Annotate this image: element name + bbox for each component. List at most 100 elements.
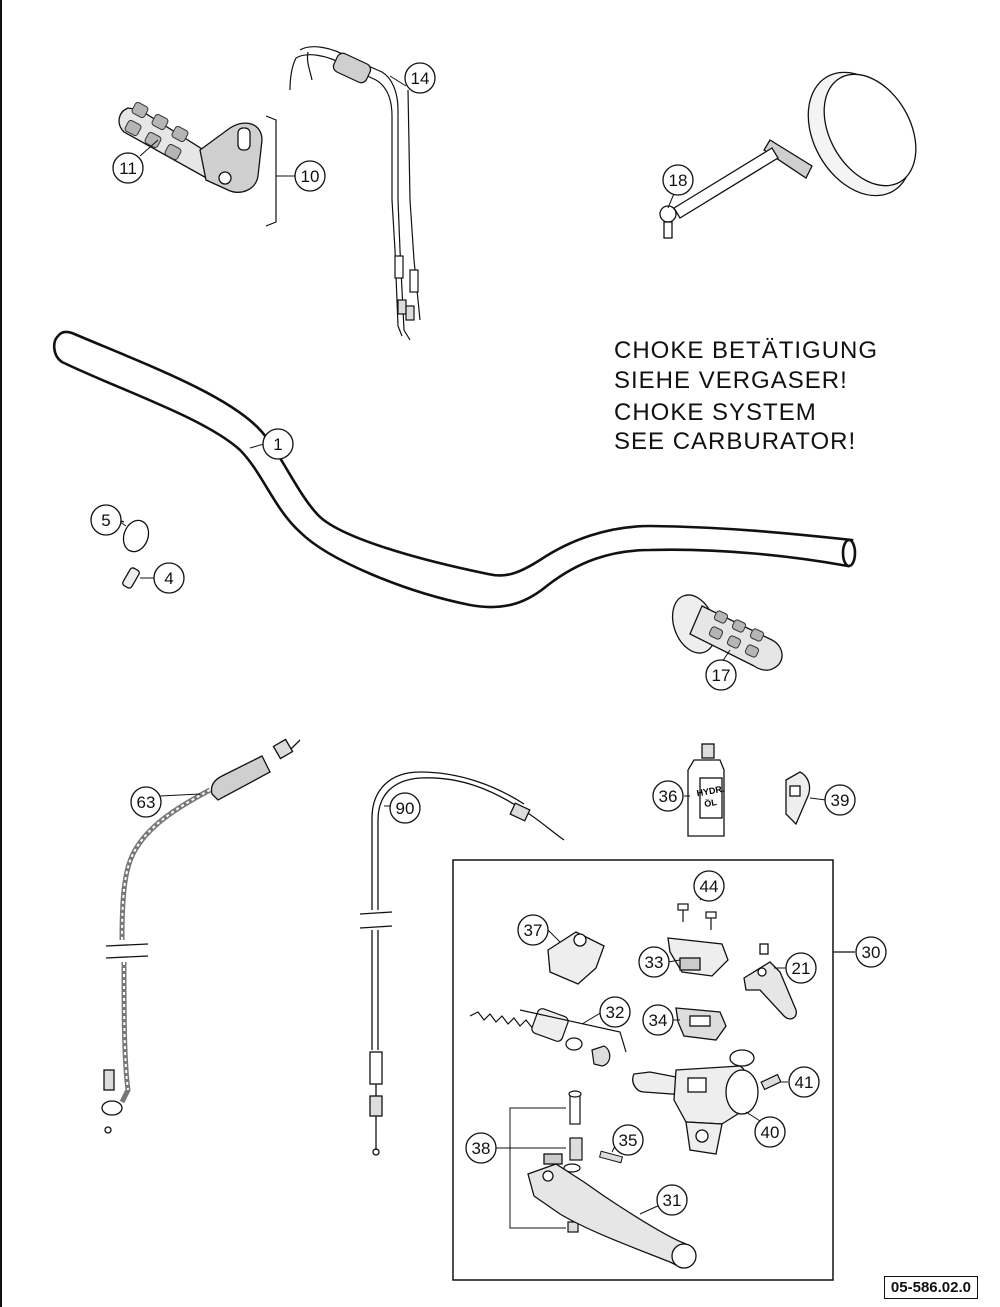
bolt-bracket [509, 1107, 566, 1229]
callout-label: 4 [164, 569, 173, 588]
callout-label: 63 [137, 793, 156, 812]
callout-label: 90 [396, 799, 415, 818]
callout-11: 11 [112, 152, 144, 184]
callout-31: 31 [656, 1184, 688, 1216]
small-lever-drawing [743, 943, 797, 1020]
callout-36: 36 [652, 780, 684, 812]
callout-label: 37 [524, 921, 543, 940]
callout-label: 14 [411, 69, 430, 88]
callout-circle [465, 1132, 497, 1164]
reference-code: 05-586.02.0 [883, 1276, 978, 1299]
callout-1: 1 [262, 428, 294, 460]
callout-label: 33 [645, 953, 664, 972]
callout-circle [112, 152, 144, 184]
bracket-drawing [547, 931, 605, 985]
callout-circle [90, 504, 122, 536]
callout-circle [404, 62, 436, 94]
callout-14: 14 [404, 62, 436, 94]
speedo-cable-drawing [101, 738, 301, 1134]
callouts-layer: 1451011141718213031323334353637383940414… [90, 62, 887, 1216]
callout-circle [785, 952, 817, 984]
callout-44: 44 [693, 870, 725, 902]
callout-circle [638, 946, 670, 978]
master-cylinder-drawing [632, 1049, 759, 1155]
handlebar-drawing [52, 330, 857, 609]
callout-circle [642, 1004, 674, 1036]
callout-label: 10 [301, 167, 320, 186]
callout-30: 30 [855, 936, 887, 968]
pivot-bolt-drawing [563, 1090, 583, 1233]
callout-38: 38 [465, 1132, 497, 1164]
callout-circle [656, 1184, 688, 1216]
callout-circle [517, 914, 549, 946]
callout-21: 21 [785, 952, 817, 984]
choke-note-de-line-1: CHOKE BETÄTIGUNG [614, 337, 879, 364]
choke-note-de-line-2: SIEHE VERGASER! [614, 367, 848, 394]
callout-circle [788, 1066, 820, 1098]
callout-10: 10 [294, 160, 326, 192]
clip-drawing [785, 771, 811, 826]
housing-bracket [265, 115, 277, 227]
callout-circle [662, 164, 694, 196]
callout-32: 32 [599, 996, 631, 1028]
mirror-drawing [659, 71, 917, 239]
left-grip-drawing [671, 594, 783, 671]
callout-5: 5 [90, 504, 122, 536]
callout-label: 18 [669, 171, 688, 190]
choke-note-en-line-2: SEE CARBURATOR! [614, 428, 857, 455]
callout-label: 41 [795, 1073, 814, 1092]
callout-circle [693, 870, 725, 902]
callout-circle [599, 996, 631, 1028]
screw-41-drawing [760, 1073, 782, 1091]
callout-label: 44 [700, 877, 719, 896]
screws-drawing [677, 903, 717, 930]
callout-label: 40 [761, 1123, 780, 1142]
callout-39: 39 [824, 784, 856, 816]
callout-circle [612, 1124, 644, 1156]
callout-label: 17 [712, 666, 731, 685]
brake-lever-drawing [527, 1153, 697, 1269]
diaphragm-drawing [675, 1007, 727, 1041]
callout-circle [855, 936, 887, 968]
callout-circle [824, 784, 856, 816]
callout-label: 31 [663, 1191, 682, 1210]
choke-note-en-line-1: CHOKE SYSTEM [614, 399, 817, 426]
throttle-cables-drawing [289, 46, 421, 341]
callout-circle [705, 659, 737, 691]
callout-circle [294, 160, 326, 192]
callout-circle [262, 428, 294, 460]
callout-90: 90 [389, 792, 421, 824]
callout-label: 32 [606, 1003, 625, 1022]
callout-34: 34 [642, 1004, 674, 1036]
throttle-grip-drawing [118, 101, 263, 193]
clutch-cable-drawing [359, 771, 565, 1156]
oil-bottle-text-2: ÖL [703, 797, 718, 809]
callout-label: 34 [649, 1011, 668, 1030]
callout-41: 41 [788, 1066, 820, 1098]
callout-circle [754, 1116, 786, 1148]
clamp-and-sleeve-drawing [117, 519, 150, 589]
callout-label: 21 [792, 959, 811, 978]
piston-spring-drawing [469, 1008, 627, 1067]
callout-label: 1 [273, 435, 282, 454]
callout-circle [130, 786, 162, 818]
callout-35: 35 [612, 1124, 644, 1156]
callout-33: 33 [638, 946, 670, 978]
callout-37: 37 [517, 914, 549, 946]
callout-17: 17 [705, 659, 737, 691]
oil-bottle-text-1: HYDR. [696, 784, 725, 799]
callout-18: 18 [662, 164, 694, 196]
callout-circle [652, 780, 684, 812]
reservoir-cover-drawing [667, 937, 729, 977]
adjuster-drawing [598, 1150, 624, 1164]
callout-label: 5 [101, 511, 110, 530]
oil-bottle-drawing [687, 743, 725, 837]
callout-40: 40 [754, 1116, 786, 1148]
kit-box [452, 859, 834, 1281]
callout-circle [389, 792, 421, 824]
callout-label: 35 [619, 1131, 638, 1150]
callout-label: 38 [472, 1139, 491, 1158]
callout-label: 36 [659, 787, 678, 806]
callout-63: 63 [130, 786, 162, 818]
